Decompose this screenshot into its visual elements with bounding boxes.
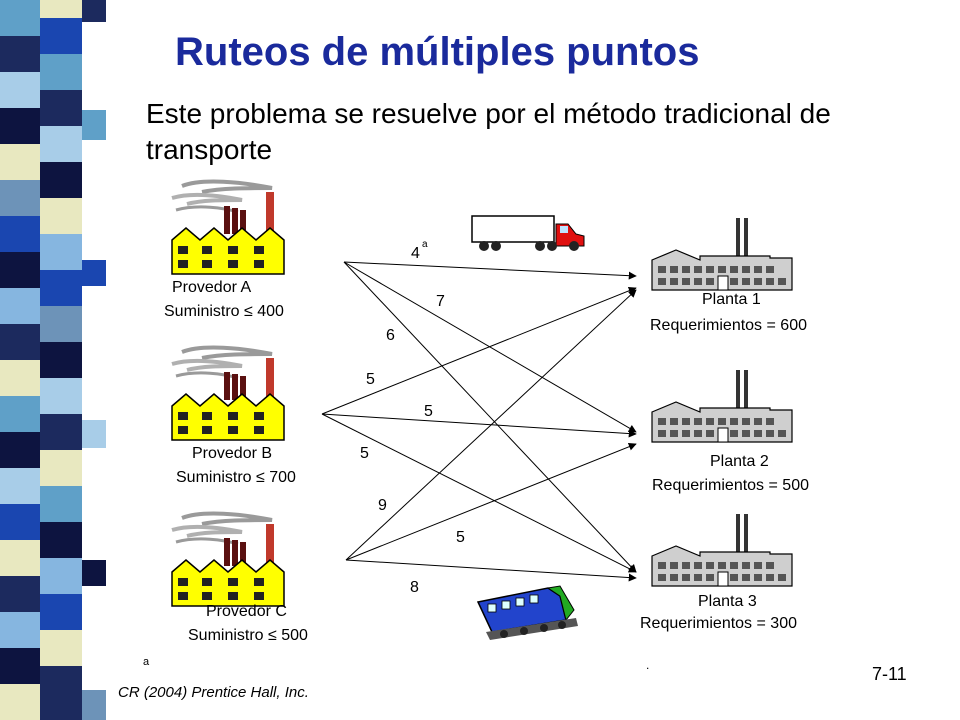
slide-title: Ruteos de múltiples puntos [175, 30, 700, 74]
route-a-to-plant-1 [343, 261, 637, 280]
cost-a-plant-1-superscript: a [422, 239, 428, 250]
plant-2-factory-icon [651, 369, 793, 443]
route-arrows [321, 261, 637, 582]
cost-c-plant-3: 8 [410, 579, 419, 596]
supplier-c-factory-icon [170, 511, 286, 608]
supplier-a-name: Provedor A [172, 279, 251, 296]
page-number: 7-11 [872, 664, 907, 684]
route-c-to-plant-1 [345, 289, 637, 561]
cost-b-plant-3: 5 [360, 445, 369, 462]
supplier-a-supply: Suministro ≤ 400 [164, 303, 284, 320]
plant-1-name: Planta 1 [702, 291, 761, 308]
supplier-b-factory-icon [170, 345, 286, 442]
cost-c-plant-2: 5 [456, 529, 465, 546]
supplier-a-factory-icon [170, 179, 286, 276]
slide-subtitle: Este problema se resuelve por el método … [146, 98, 831, 165]
plant-1-requirements: Requerimientos = 600 [650, 317, 807, 334]
plant-3-factory-icon [651, 513, 793, 587]
route-b-to-plant-1 [321, 286, 637, 415]
plant-2-requirements: Requerimientos = 500 [652, 477, 809, 494]
plant-3-requirements: Requerimientos = 300 [640, 615, 797, 632]
supplier-c-name: Provedor C [206, 603, 287, 620]
truck-icon [471, 215, 585, 251]
decorative-side-strip [0, 0, 118, 720]
cost-c-plant-1: 9 [378, 497, 387, 514]
route-c-to-plant-3 [345, 559, 637, 582]
train-icon [476, 585, 578, 640]
route-a-to-plant-3 [343, 261, 637, 573]
plant-3-name: Planta 3 [698, 593, 757, 610]
cost-a-plant-2: 7 [436, 293, 445, 310]
footnote-dot: . [646, 658, 650, 672]
cost-b-plant-2: 5 [424, 403, 433, 420]
plant-2-name: Planta 2 [710, 453, 769, 470]
cost-b-plant-1: 5 [366, 371, 375, 388]
supplier-b-name: Provedor B [192, 445, 272, 462]
plant-1-factory-icon [651, 217, 793, 291]
route-c-to-plant-2 [345, 442, 637, 561]
footnote-mark: a [143, 656, 150, 668]
cost-a-plant-1: 4 [411, 245, 420, 262]
copyright-note: CR (2004) Prentice Hall, Inc. [118, 684, 309, 701]
supplier-c-supply: Suministro ≤ 500 [188, 627, 308, 644]
route-b-to-plant-2 [321, 413, 637, 438]
supplier-b-supply: Suministro ≤ 700 [176, 469, 296, 486]
route-b-to-plant-3 [321, 413, 637, 573]
cost-a-plant-3: 6 [386, 327, 395, 344]
